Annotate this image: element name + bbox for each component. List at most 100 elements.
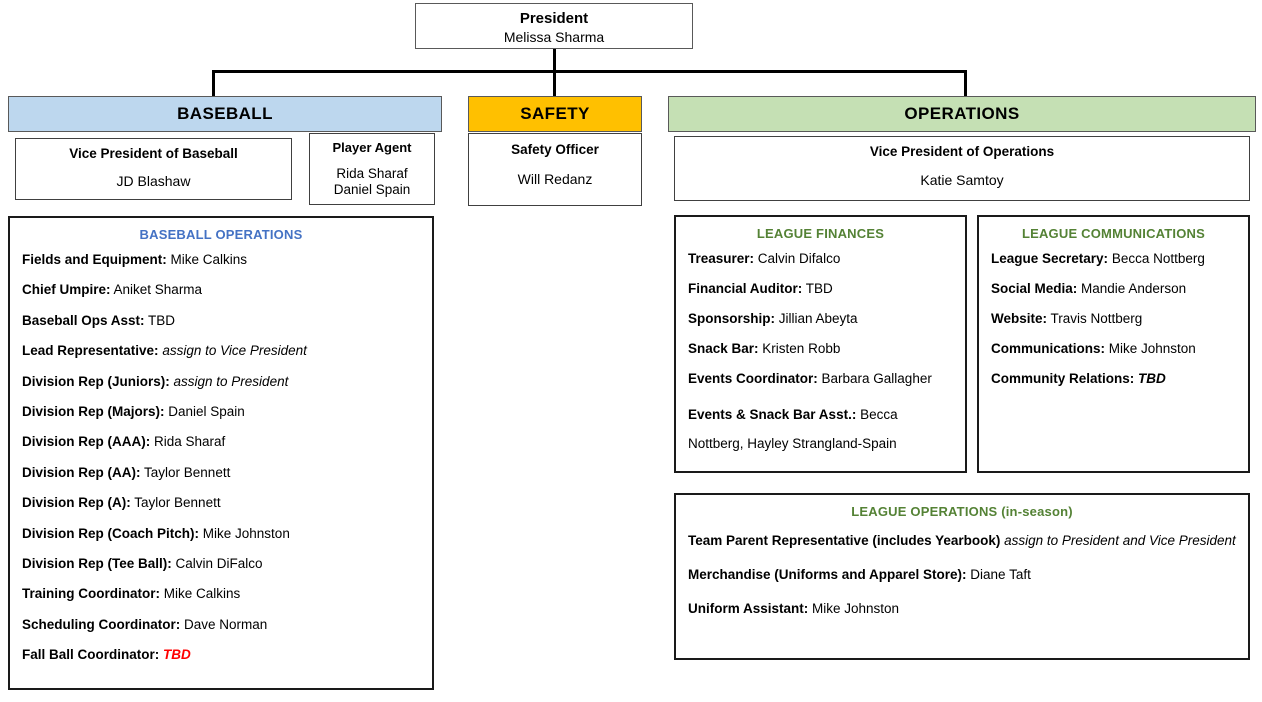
panel-entry: Division Rep (Tee Ball): Calvin DiFalco <box>22 555 420 572</box>
panel-entry-value: Mike Johnston <box>808 601 900 616</box>
panel-entry-value: assign to Vice President <box>158 343 307 359</box>
panel-entry-label: Financial Auditor: <box>688 281 803 296</box>
panel-entry-label: Uniform Assistant: <box>688 601 809 616</box>
panel-entry-value: TBD <box>802 281 833 296</box>
president-role: President <box>519 10 589 27</box>
panel-entry: Events Coordinator: Barbara Gallagher <box>688 370 953 387</box>
officer-safety-role: Safety Officer <box>511 142 599 157</box>
officer-vp-baseball-role: Vice President of Baseball <box>69 146 238 161</box>
panel-entry-value: Travis Nottberg <box>1047 311 1143 326</box>
panel-entry-value: TBD <box>144 312 176 328</box>
panel-entry: Fields and Equipment: Mike Calkins <box>22 251 420 268</box>
panel-baseball-operations: BASEBALL OPERATIONS Fields and Equipment… <box>8 216 434 690</box>
panel-entry: Division Rep (Majors): Daniel Spain <box>22 403 420 420</box>
panel-entry-label: Events Coordinator: <box>688 371 818 386</box>
panel-entry-value: Diane Taft <box>966 567 1031 582</box>
panel-entry-label: Snack Bar: <box>688 341 759 356</box>
panel-entry-label: Community Relations: <box>991 371 1135 386</box>
panel-entry-value: assign to President <box>169 373 289 389</box>
panel-entry-label: Division Rep (AA): <box>22 464 141 480</box>
panel-entry-value: Mandie Anderson <box>1077 281 1187 296</box>
panel-entry-value: Calvin Difalco <box>754 251 841 266</box>
panel-entry: Division Rep (AAA): Rida Sharaf <box>22 433 420 450</box>
panel-entry: Events & Snack Bar Asst.: Becca Nottberg… <box>688 400 953 458</box>
panel-entry: Social Media: Mandie Anderson <box>991 280 1236 297</box>
panel-entry: Financial Auditor: TBD <box>688 280 953 297</box>
panel-entry: Chief Umpire: Aniket Sharma <box>22 281 420 298</box>
panel-entry-label: Merchandise (Uniforms and Apparel Store)… <box>688 567 967 582</box>
panel-entry-label: Scheduling Coordinator: <box>22 616 181 632</box>
panel-entry: Baseball Ops Asst: TBD <box>22 312 420 329</box>
connector-president-stem <box>553 49 556 71</box>
panel-entry: Treasurer: Calvin Difalco <box>688 250 953 267</box>
panel-entry-value: Mike Calkins <box>160 586 241 602</box>
panel-entry-value: Mike Johnston <box>199 525 290 541</box>
panel-entry-label: Website: <box>991 311 1048 326</box>
panel-entry: Snack Bar: Kristen Robb <box>688 340 953 357</box>
panel-entry-value: Aniket Sharma <box>110 282 203 298</box>
panel-entry-label: Events & Snack Bar Asst.: <box>688 407 857 422</box>
panel-entry-label: Fall Ball Coordinator: <box>22 647 160 663</box>
panel-league-finances-title: LEAGUE FINANCES <box>756 226 885 241</box>
officer-vp-operations-name: Katie Samtoy <box>920 172 1004 188</box>
panel-entry-label: Division Rep (Tee Ball): <box>22 555 172 571</box>
panel-entry-label: Training Coordinator: <box>22 586 160 602</box>
panel-entry: Uniform Assistant: Mike Johnston <box>688 600 1236 618</box>
officer-vp-operations-role: Vice President of Operations <box>869 144 1055 159</box>
panel-entry-value: Jillian Abeyta <box>775 311 858 326</box>
panel-entry: Communications: Mike Johnston <box>991 340 1236 357</box>
panel-entry: Community Relations: TBD <box>991 370 1236 387</box>
panel-entry-label: Lead Representative: <box>22 343 159 359</box>
panel-entry-label: Sponsorship: <box>688 311 775 326</box>
panel-entry-label: Division Rep (Juniors): <box>22 373 170 389</box>
panel-entry: Sponsorship: Jillian Abeyta <box>688 310 953 327</box>
panel-entry-label: Division Rep (A): <box>22 495 131 511</box>
panel-entry-value: assign to President and Vice President <box>1000 533 1236 548</box>
panel-league-operations: LEAGUE OPERATIONS (in-season) Team Paren… <box>674 493 1250 660</box>
panel-entry-value: Rida Sharaf <box>150 434 226 450</box>
officer-vp-baseball-name: JD Blashaw <box>116 173 191 189</box>
president-name: Melissa Sharma <box>503 29 605 45</box>
panel-entry-label: Social Media: <box>991 281 1078 296</box>
panel-entry-value: Mike Johnston <box>1105 341 1196 356</box>
panel-entry: Division Rep (Coach Pitch): Mike Johnsto… <box>22 525 420 542</box>
panel-entry: Division Rep (Juniors): assign to Presid… <box>22 373 420 390</box>
connector-drop-safety <box>553 70 556 97</box>
connector-drop-baseball <box>212 70 215 97</box>
panel-entry-label: Fields and Equipment: <box>22 252 167 267</box>
connector-drop-operations <box>964 70 967 97</box>
panel-entry-label: Communications: <box>991 341 1106 356</box>
panel-entry-value: Taylor Bennett <box>130 495 221 511</box>
panel-entry-label: Division Rep (Coach Pitch): <box>22 525 200 541</box>
panel-entry-value: Daniel Spain <box>164 403 245 419</box>
panel-entry-label: League Secretary: <box>991 251 1109 266</box>
panel-entry-label: Division Rep (AAA): <box>22 434 151 450</box>
panel-entry-value: Calvin DiFalco <box>171 555 263 571</box>
panel-entry-label: Team Parent Representative (includes Yea… <box>688 533 1001 548</box>
officer-player-agent-names: Rida Sharaf Daniel Spain <box>333 166 411 197</box>
panel-entry: Website: Travis Nottberg <box>991 310 1236 327</box>
connector-horizontal-bus <box>212 70 967 73</box>
officer-vp-baseball: Vice President of Baseball JD Blashaw <box>15 138 292 200</box>
officer-player-agent: Player Agent Rida Sharaf Daniel Spain <box>309 133 435 205</box>
panel-entry: Fall Ball Coordinator: TBD <box>22 646 420 663</box>
panel-entry-value: Kristen Robb <box>758 341 841 356</box>
panel-entry-value: Mike Calkins <box>166 252 248 267</box>
president-node: President Melissa Sharma <box>415 3 693 49</box>
panel-entry: Team Parent Representative (includes Yea… <box>688 532 1236 550</box>
panel-league-finances: LEAGUE FINANCES Treasurer: Calvin Difalc… <box>674 215 967 473</box>
officer-player-agent-role: Player Agent <box>332 140 412 155</box>
panel-entry: Merchandise (Uniforms and Apparel Store)… <box>688 566 1236 584</box>
panel-entry: Division Rep (A): Taylor Bennett <box>22 494 420 511</box>
panel-entry-label: Treasurer: <box>688 251 755 266</box>
panel-entry-value: Barbara Gallagher <box>817 371 932 386</box>
panel-entry: Lead Representative: assign to Vice Pres… <box>22 342 420 359</box>
panel-entry-value: TBD <box>1134 371 1166 386</box>
panel-entry: League Secretary: Becca Nottberg <box>991 250 1236 267</box>
panel-entry-label: Chief Umpire: <box>22 282 111 298</box>
division-header-safety: SAFETY <box>468 96 642 132</box>
panel-entry-label: Division Rep (Majors): <box>22 403 165 419</box>
